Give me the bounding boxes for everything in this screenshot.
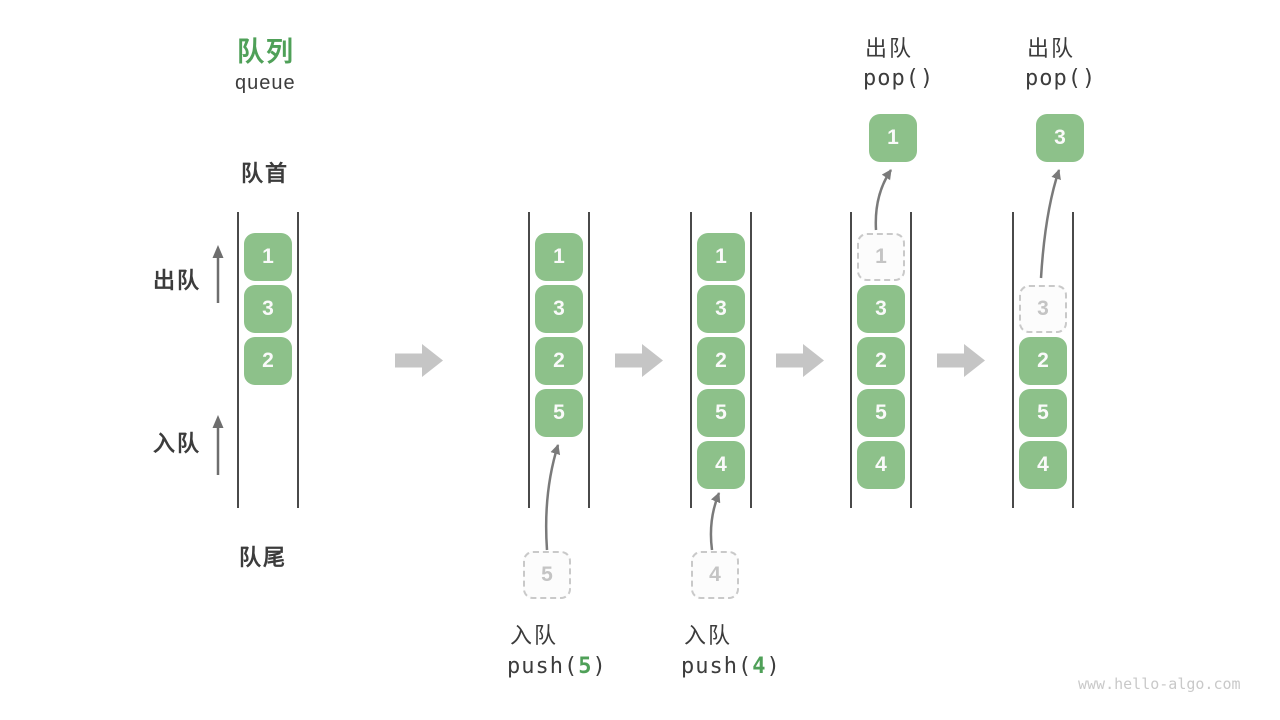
transition-arrow-icon bbox=[776, 344, 824, 377]
pending-enqueue-item: 4 bbox=[691, 551, 739, 599]
pop-annotation-code: pop() bbox=[1025, 66, 1097, 91]
queue-item: 5 bbox=[697, 389, 745, 437]
queue-item: 1 bbox=[535, 233, 583, 281]
queue-state-5-track bbox=[1012, 212, 1074, 508]
push-code-open: push( bbox=[507, 654, 579, 679]
queue-item: 4 bbox=[697, 441, 745, 489]
push-arrow-icon bbox=[544, 444, 561, 551]
queue-item: 3 bbox=[244, 285, 292, 333]
queue-item: 2 bbox=[697, 337, 745, 385]
pop-arrow-icon bbox=[874, 169, 893, 231]
queue-item: 5 bbox=[1019, 389, 1067, 437]
push-code-close: ) bbox=[766, 654, 781, 679]
queue-item: 2 bbox=[244, 337, 292, 385]
watermark: www.hello-algo.com bbox=[1078, 675, 1241, 693]
push-code-close: ) bbox=[592, 654, 607, 679]
transition-arrow-icon bbox=[615, 344, 663, 377]
queue-item-popped: 1 bbox=[857, 233, 905, 281]
dequeue-direction-label: 出队 bbox=[153, 268, 202, 293]
push-annotation-code: push(4) bbox=[681, 654, 781, 679]
diagram-title-zh: 队列 bbox=[237, 37, 295, 67]
push-code-open: push( bbox=[681, 654, 753, 679]
diagram-title-en: queue bbox=[235, 72, 296, 94]
queue-front-label: 队首 bbox=[241, 161, 290, 186]
queue-item: 3 bbox=[857, 285, 905, 333]
push-code-arg: 4 bbox=[752, 654, 767, 679]
transition-arrow-icon bbox=[937, 344, 985, 377]
pending-enqueue-item: 5 bbox=[523, 551, 571, 599]
popped-item-result: 3 bbox=[1036, 114, 1084, 162]
queue-item: 5 bbox=[535, 389, 583, 437]
queue-item: 1 bbox=[244, 233, 292, 281]
queue-item: 1 bbox=[697, 233, 745, 281]
enqueue-direction-label: 入队 bbox=[153, 431, 202, 456]
transition-arrow-icon bbox=[395, 344, 443, 377]
queue-item: 2 bbox=[1019, 337, 1067, 385]
queue-item: 2 bbox=[857, 337, 905, 385]
queue-item: 4 bbox=[857, 441, 905, 489]
pop-annotation-label: 出队 bbox=[1027, 36, 1076, 61]
queue-item-popped: 3 bbox=[1019, 285, 1067, 333]
pop-arrow-icon bbox=[1039, 169, 1061, 279]
push-arrow-icon bbox=[709, 492, 721, 551]
queue-item: 3 bbox=[535, 285, 583, 333]
push-annotation-label: 入队 bbox=[510, 623, 559, 648]
queue-state-1-track bbox=[237, 212, 299, 508]
pop-annotation-label: 出队 bbox=[865, 36, 914, 61]
push-annotation-label: 入队 bbox=[684, 623, 733, 648]
queue-state-2-track bbox=[528, 212, 590, 508]
pop-annotation-code: pop() bbox=[863, 66, 935, 91]
enqueue-direction-arrow-icon bbox=[212, 415, 224, 475]
queue-item: 2 bbox=[535, 337, 583, 385]
popped-item-result: 1 bbox=[869, 114, 917, 162]
queue-item: 3 bbox=[697, 285, 745, 333]
queue-state-4-track bbox=[850, 212, 912, 508]
queue-rear-label: 队尾 bbox=[239, 545, 288, 570]
queue-item: 4 bbox=[1019, 441, 1067, 489]
dequeue-direction-arrow-icon bbox=[212, 245, 224, 303]
queue-item: 5 bbox=[857, 389, 905, 437]
push-code-arg: 5 bbox=[578, 654, 593, 679]
queue-state-3-track bbox=[690, 212, 752, 508]
push-annotation-code: push(5) bbox=[507, 654, 607, 679]
